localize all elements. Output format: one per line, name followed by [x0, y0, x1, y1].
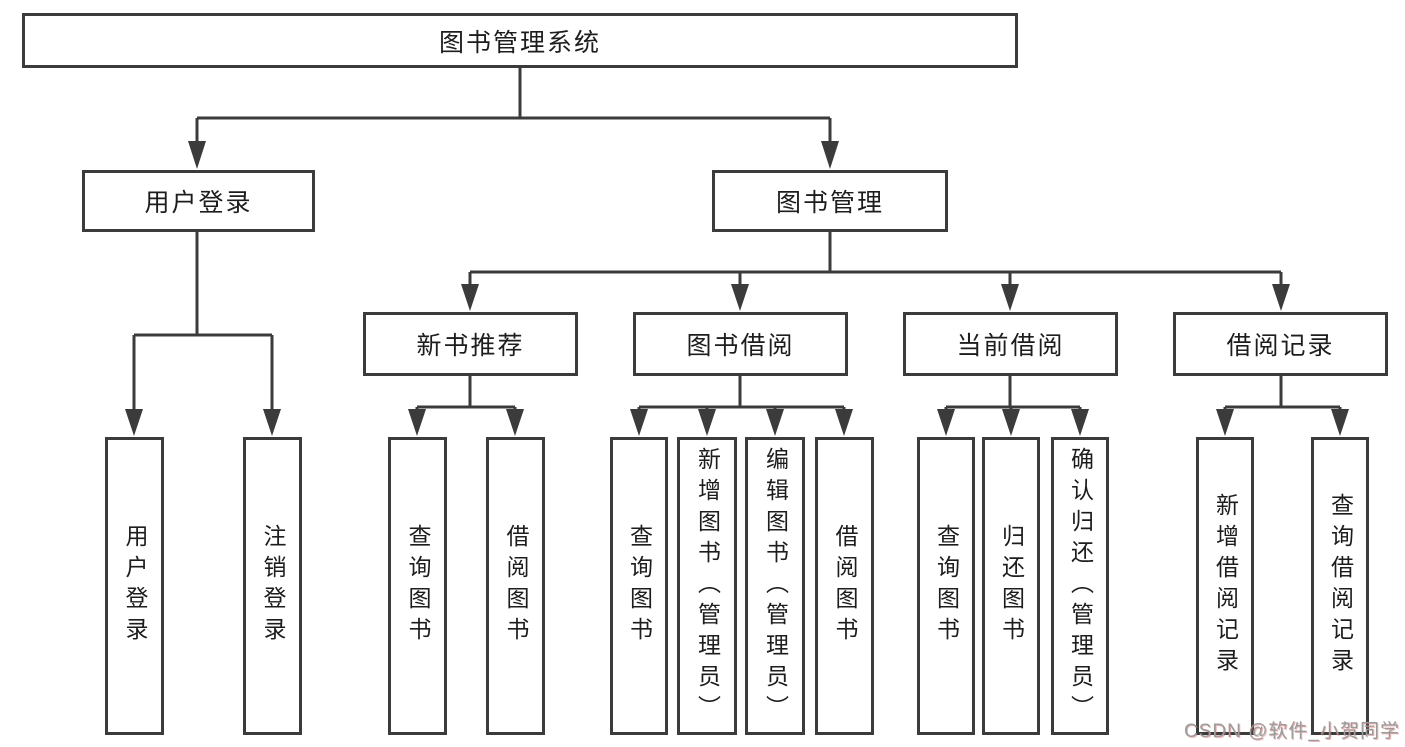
node-library-system: 图书管理系统 — [22, 13, 1018, 68]
leaf-query-books-borrow: 查询图书 — [610, 437, 668, 735]
node-book-borrow: 图书借阅 — [633, 312, 848, 376]
node-book-management: 图书管理 — [712, 170, 948, 232]
leaf-logout: 注销登录 — [243, 437, 302, 735]
node-new-book-recommend: 新书推荐 — [363, 312, 578, 376]
leaf-confirm-return-admin: 确认归还（管理员） — [1051, 437, 1109, 735]
csdn-watermark: CSDN @软件_小贺同学 — [1184, 721, 1400, 742]
leaf-query-books-current: 查询图书 — [917, 437, 975, 735]
leaf-borrow-books: 借阅图书 — [815, 437, 874, 735]
leaf-user-login: 用户登录 — [105, 437, 164, 735]
leaf-return-books: 归还图书 — [982, 437, 1040, 735]
leaf-add-borrow-record: 新增借阅记录 — [1196, 437, 1254, 735]
leaf-borrow-books-recommend: 借阅图书 — [486, 437, 545, 735]
leaf-add-books-admin: 新增图书（管理员） — [677, 437, 737, 735]
node-user-login: 用户登录 — [82, 170, 315, 232]
leaf-edit-books-admin: 编辑图书（管理员） — [745, 437, 805, 735]
node-borrow-records: 借阅记录 — [1173, 312, 1388, 376]
leaf-query-books-recommend: 查询图书 — [388, 437, 447, 735]
node-current-borrow: 当前借阅 — [903, 312, 1118, 376]
leaf-query-borrow-record: 查询借阅记录 — [1311, 437, 1369, 735]
arrowheads — [125, 141, 1349, 436]
